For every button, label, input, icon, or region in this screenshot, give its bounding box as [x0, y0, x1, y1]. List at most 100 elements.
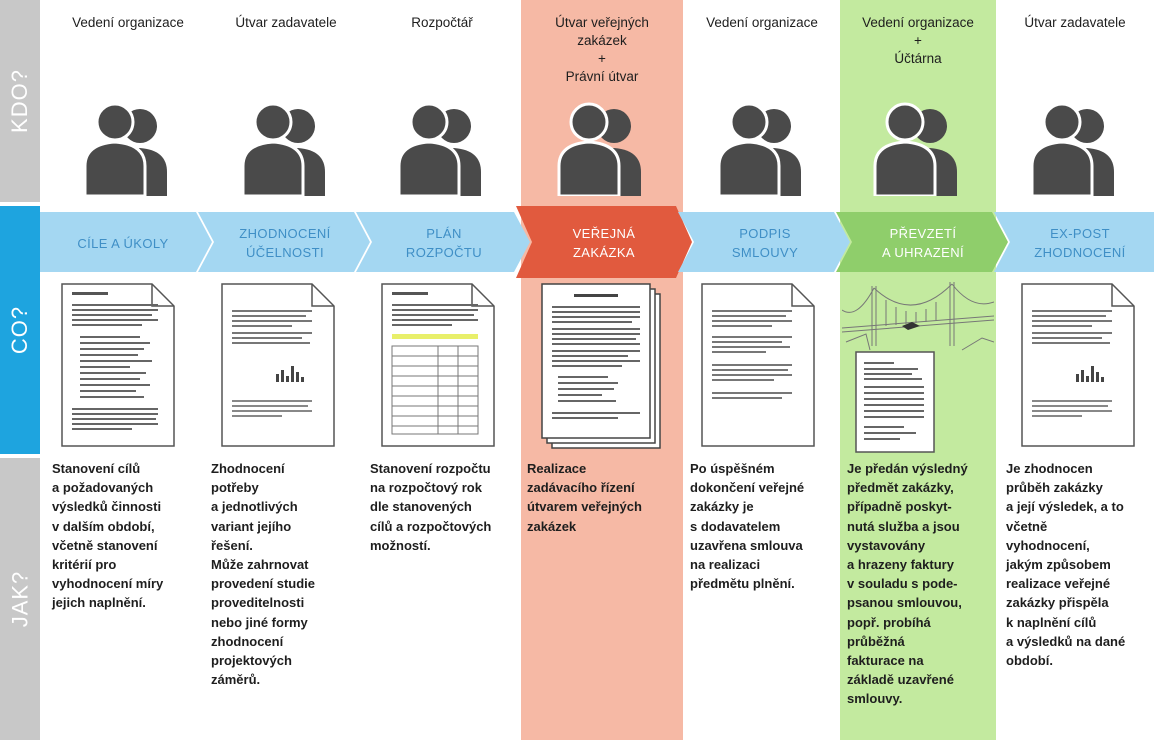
- who-text: Útvar zadavatele: [235, 15, 337, 30]
- people-icon: [83, 102, 169, 196]
- how-line: psanou smlouvou,: [847, 595, 962, 611]
- how-line: potřeby: [211, 480, 259, 496]
- how-line: Zhodnocení: [211, 461, 285, 476]
- people-icon: [717, 102, 803, 196]
- how-line: cílů a rozpočtových: [370, 518, 492, 534]
- who-text: Útvar veřejných: [555, 15, 649, 30]
- how-column-7: Je zhodnocen průběh zakázky a její výsle…: [1006, 459, 1154, 670]
- who-text: zakázek: [577, 33, 627, 48]
- how-line: případně poskyt-: [847, 499, 952, 515]
- arrow-label-line: ÚČELNOSTI: [245, 245, 324, 260]
- how-line: vystavovány: [847, 537, 926, 553]
- how-line: výsledků činnosti: [52, 499, 162, 515]
- who-text: Právní útvar: [565, 69, 639, 84]
- contract-document-icon: [701, 283, 815, 447]
- arrow-label-line: VEŘEJNÁ: [572, 226, 636, 241]
- how-line: předmětu plnění.: [690, 576, 795, 592]
- arrow-label-line: ZHODNOCENÍ: [1034, 245, 1126, 260]
- how-line: včetně stanovení: [52, 537, 158, 553]
- who-text: Vedení organizace: [706, 15, 818, 30]
- who-column-4: Útvar veřejných zakázek + Právní útvar: [521, 14, 683, 86]
- how-column-3: Stanovení rozpočtu na rozpočtový rok dle…: [370, 459, 522, 555]
- arrow-label-evaluation: ZHODNOCENÍ ÚČELNOSTI: [210, 220, 360, 266]
- who-text: Účtárna: [894, 51, 942, 66]
- how-column-4: Realizace zadávacího řízení útvarem veře…: [527, 459, 681, 536]
- how-column-5: Po úspěšném dokončení veřejné zakázky je…: [690, 459, 840, 593]
- arrow-label-line: PODPIS: [739, 226, 791, 241]
- how-line: k naplnění cílů: [1006, 614, 1097, 630]
- arrow-label-acceptance: PŘEVZETÍ A UHRAZENÍ: [848, 220, 998, 266]
- how-line: Je zhodnocen: [1006, 461, 1093, 476]
- how-line: Stanovení rozpočtu: [370, 461, 491, 476]
- how-line: na realizaci: [690, 557, 761, 573]
- how-line: a požadovaných: [52, 480, 154, 496]
- how-line: Po úspěšném: [690, 461, 775, 476]
- who-column-2: Útvar zadavatele: [206, 14, 366, 32]
- arrow-step-5: [678, 212, 850, 272]
- how-line: průběh zakázky: [1006, 480, 1103, 496]
- how-line: popř. probíhá: [847, 614, 931, 630]
- how-line: s dodavatelem: [690, 518, 781, 534]
- how-line: a hrazeny faktury: [847, 557, 954, 573]
- how-line: vyhodnocení míry: [52, 576, 164, 592]
- text-document-icon: [61, 283, 175, 447]
- who-column-1: Vedení organizace: [48, 14, 208, 32]
- process-arrow-band: [40, 206, 1154, 278]
- how-line: zhodnocení: [211, 633, 284, 649]
- arrow-label-line: A UHRAZENÍ: [881, 245, 964, 260]
- how-line: projektových: [211, 653, 292, 669]
- arrow-label-public-contract: VEŘEJNÁ ZAKÁZKA: [528, 220, 680, 266]
- how-line: na rozpočtový rok: [370, 480, 482, 496]
- people-icon: [241, 102, 327, 196]
- how-line: Může zahrnovat: [211, 557, 309, 573]
- arrow-step-4: [516, 206, 692, 278]
- arrow-label-line: EX-POST: [1050, 226, 1110, 241]
- arrow-step-6: [836, 212, 1008, 272]
- who-column-5: Vedení organizace: [684, 14, 840, 32]
- sidebar-co: CO?: [0, 206, 40, 454]
- who-text: Útvar zadavatele: [1024, 15, 1126, 30]
- who-column-7: Útvar zadavatele: [996, 14, 1154, 32]
- how-line: Stanovení cílů: [52, 461, 141, 476]
- arrow-label-line: SMLOUVY: [731, 245, 799, 260]
- how-line: řešení.: [211, 537, 253, 553]
- how-line: nebo jiné formy: [211, 614, 308, 630]
- how-line: jakým způsobem: [1006, 557, 1111, 573]
- how-line: a jednotlivých: [211, 499, 298, 515]
- how-line: útvarem veřejných: [527, 499, 642, 515]
- how-line: uzavřena smlouva: [690, 537, 803, 553]
- how-line: kritérií pro: [52, 557, 117, 573]
- arrow-label-goals: CÍLE A ÚKOLY: [40, 220, 206, 266]
- sidebar-label-kdo: KDO?: [7, 69, 33, 133]
- how-line: včetně: [1006, 518, 1048, 534]
- arrow-step-3: [356, 212, 530, 272]
- who-text: Vedení organizace: [72, 15, 184, 30]
- arrow-label-ex-post: EX-POST ZHODNOCENÍ: [1006, 220, 1154, 266]
- who-column-6: Vedení organizace + Účtárna: [840, 14, 996, 68]
- how-line: zakázek: [527, 518, 577, 534]
- how-line: proveditelnosti: [211, 595, 305, 611]
- arrow-step-7: [994, 212, 1154, 272]
- how-line: zadávacího řízení: [527, 480, 635, 496]
- how-line: v dalším období,: [52, 518, 155, 534]
- who-text: Vedení organizace: [862, 15, 974, 30]
- who-text: Rozpočtář: [411, 15, 473, 30]
- arrow-label-line: PLÁN: [426, 226, 462, 241]
- how-line: provedení studie: [211, 576, 316, 592]
- arrow-label-line: ZAKÁZKA: [572, 245, 636, 260]
- chart-document-icon: [221, 283, 335, 447]
- people-icon: [873, 102, 959, 196]
- how-line: smlouvy.: [847, 691, 903, 707]
- sidebar-label-co: CO?: [7, 305, 32, 355]
- how-column-1: Stanovení cílů a požadovaných výsledků č…: [52, 459, 208, 613]
- arrow-label-line: CÍLE A ÚKOLY: [77, 235, 169, 251]
- arrow-step-2: [198, 212, 370, 272]
- how-line: fakturace na: [847, 653, 924, 669]
- how-line: zakázky je: [690, 499, 754, 515]
- bridge-invoice-icon: [842, 282, 994, 453]
- people-icon: [557, 102, 643, 196]
- how-line: realizace veřejné: [1006, 576, 1111, 592]
- how-line: záměrů.: [211, 672, 261, 688]
- who-text: +: [598, 51, 606, 66]
- how-line: v souladu s pode-: [847, 576, 958, 592]
